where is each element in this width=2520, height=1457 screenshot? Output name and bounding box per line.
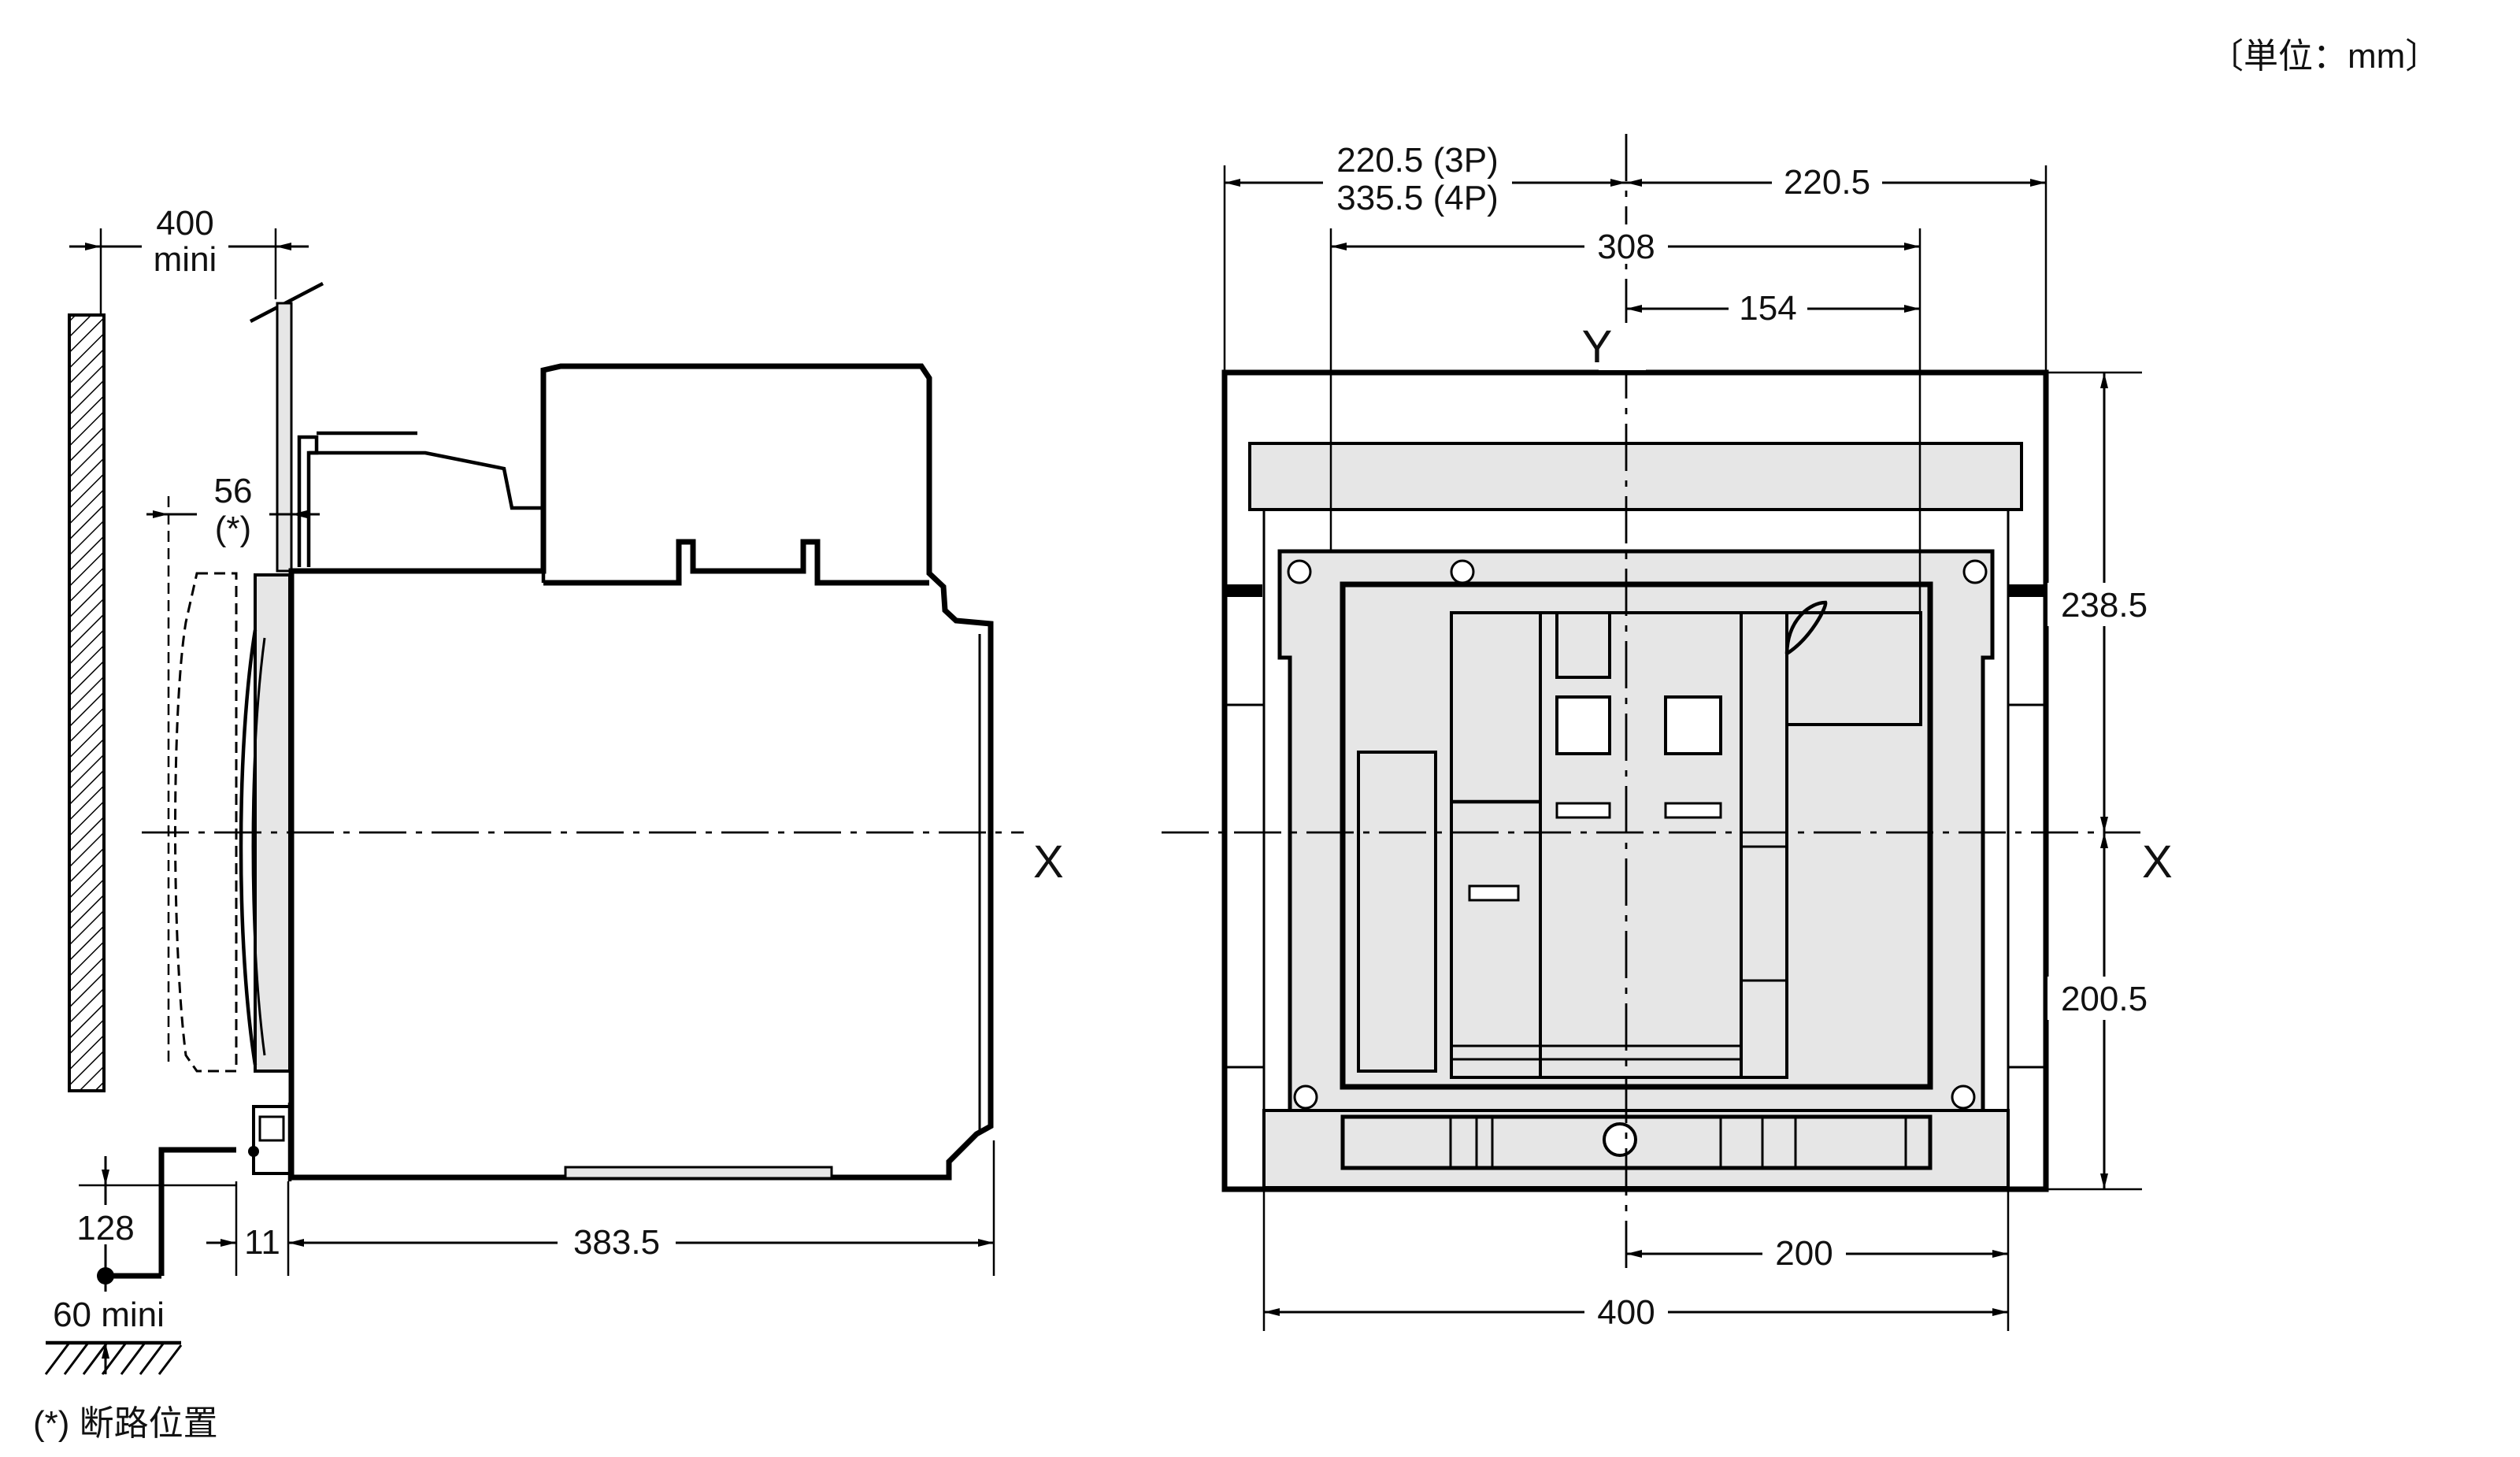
floor-hatch [44, 1342, 183, 1375]
breaker-body [288, 363, 994, 1181]
x-axis-side-label: X [1033, 836, 1064, 888]
disconnected-outline [174, 572, 238, 1073]
right-top-value: 220.5 [1784, 163, 1870, 202]
front-view: Y X 220.5 (3P) 335.5 (4P) 220.5 308 154 … [1162, 134, 2173, 1332]
holes-half-value: 154 [1739, 289, 1796, 328]
lower-height-value: 200.5 [2061, 980, 2148, 1018]
x-axis-front-label: X [2142, 836, 2173, 888]
left-top-3p: 220.5 (3P) [1336, 141, 1498, 180]
top-cover [1248, 442, 2023, 511]
flange-value: 11 [244, 1223, 280, 1262]
depth-value: 383.5 [573, 1223, 660, 1262]
floor-value: 60 mini [53, 1296, 165, 1334]
wall-hatch [68, 313, 106, 1092]
panel-plate [276, 302, 293, 573]
upper-height-value: 238.5 [2061, 586, 2148, 625]
half-width-value: 200 [1775, 1234, 1833, 1273]
disconnect-mark: (*) [215, 510, 251, 548]
side-view: 400 mini 56 (*) [39, 197, 1064, 1375]
bottom-value: 128 [76, 1209, 134, 1248]
clearance-value: 400 [156, 204, 213, 243]
width-value: 400 [1597, 1293, 1655, 1332]
disconnect-value: 56 [214, 472, 253, 510]
holes-span-value: 308 [1597, 228, 1655, 266]
clearance-unit: mini [154, 240, 217, 279]
left-top-4p: 335.5 (4P) [1336, 179, 1498, 217]
footnote: (*) 断路位置 [33, 1404, 218, 1443]
y-axis-front-label: Y [1582, 321, 1613, 373]
unit-note: 〔単位：mm〕 [2209, 37, 2440, 76]
